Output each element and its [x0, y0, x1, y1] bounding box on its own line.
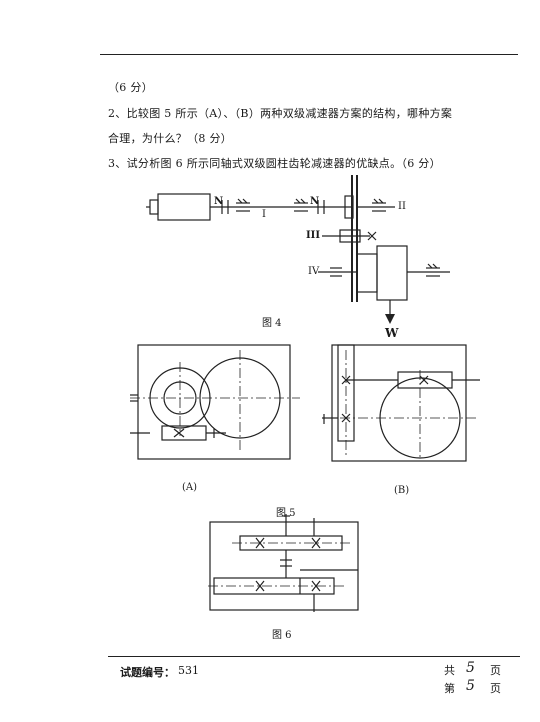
fig5-label-A: (A)	[182, 482, 198, 493]
page-label-post: 页	[490, 682, 501, 695]
exam-code-label: 试题编号：	[120, 666, 175, 679]
total-pages: 5	[466, 660, 475, 676]
fig4-label-N1: N	[214, 196, 224, 207]
fig5b-housing	[331, 344, 467, 462]
page-number: 5	[466, 678, 475, 694]
fig4-label-III: III	[306, 230, 321, 241]
header-rule	[100, 54, 518, 55]
fig4-label-II: II	[398, 201, 406, 212]
score-note: （6 分）	[108, 81, 153, 94]
total-label-pre: 共	[444, 664, 455, 677]
fig6-caption: 图 6	[272, 630, 292, 641]
question-2-line-2: 合理，为什么？（8 分）	[108, 132, 233, 145]
fig4-label-IV: IV	[308, 266, 320, 277]
fig4-caption: 图 4	[262, 318, 282, 329]
fig4-load-arrow	[385, 314, 395, 324]
fig5a-housing	[137, 344, 291, 460]
fig4-label-I: I	[262, 209, 266, 220]
fig4-label-W: W	[385, 326, 399, 340]
fig5-label-B: (B)	[394, 485, 410, 496]
total-label-post: 页	[490, 664, 501, 677]
question-3-line-1: 3、试分析图 6 所示同轴式双级圆柱齿轮减速器的优缺点。（6 分）	[108, 157, 441, 170]
fig6-housing	[209, 521, 359, 611]
exam-code: 531	[178, 664, 199, 677]
fig5-caption: 图 5	[276, 508, 296, 519]
question-2-line-1: 2、比较图 5 所示（A）、（B）两种双级减速器方案的结构，哪种方案	[108, 107, 453, 120]
page-label-pre: 第	[444, 682, 455, 695]
footer-rule	[108, 656, 520, 657]
fig4-label-N2: N	[310, 196, 320, 207]
